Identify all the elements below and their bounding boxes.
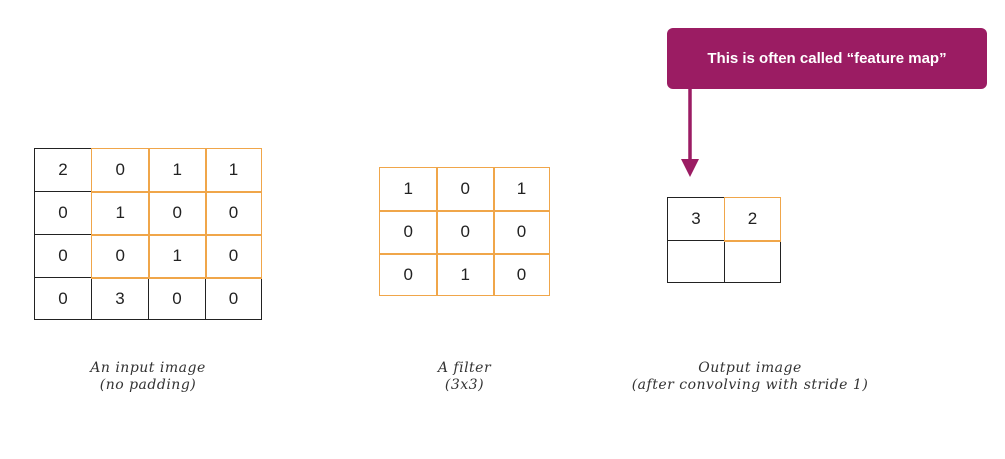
input-image-cell: 0 — [148, 191, 207, 236]
input-image-cell: 1 — [148, 234, 207, 279]
input-image-cell: 0 — [205, 277, 262, 320]
input-image-cell: 0 — [205, 191, 262, 236]
callout-text: This is often called “feature map” — [707, 50, 947, 67]
callout-arrow — [681, 87, 699, 177]
filter-caption: A filter (3x3) — [379, 360, 550, 394]
input-image-cell: 1 — [205, 148, 262, 193]
filter-cell: 0 — [436, 167, 495, 212]
filter-cell: 0 — [493, 210, 550, 255]
input-image-cell: 1 — [91, 191, 150, 236]
filter-cell: 1 — [436, 253, 495, 296]
feature-map-callout: This is often called “feature map” — [667, 28, 987, 89]
filter-cell: 0 — [379, 210, 438, 255]
input-image-cell: 2 — [34, 148, 91, 191]
output-image-cell: 2 — [724, 197, 781, 242]
filter-caption-line1: A filter — [437, 360, 492, 376]
input-caption-line2: (no padding) — [99, 377, 197, 393]
input-image-cell: 0 — [205, 234, 262, 279]
output-caption-line1: Output image — [698, 360, 802, 376]
arrow-head — [681, 159, 699, 177]
input-image-cell: 0 — [34, 234, 91, 277]
input-image-cell: 0 — [34, 191, 91, 234]
filter-cell: 0 — [436, 210, 495, 255]
output-image-cell: 3 — [667, 197, 724, 240]
filter-cell: 0 — [493, 253, 550, 296]
output-caption-line2: (after convolving with stride 1) — [631, 377, 869, 393]
input-image-cell: 0 — [34, 277, 91, 320]
input-caption-line1: An input image — [90, 360, 206, 376]
filter-caption-line2: (3x3) — [444, 377, 485, 393]
filter-cell: 1 — [493, 167, 550, 212]
filter-cell: 0 — [379, 253, 438, 296]
input-image-cell: 0 — [91, 234, 150, 279]
input-image-cell: 1 — [148, 148, 207, 193]
input-image-cell: 0 — [91, 148, 150, 193]
output-image-cell — [724, 240, 781, 283]
output-image-caption: Output image (after convolving with stri… — [600, 360, 900, 394]
input-image-cell: 3 — [91, 277, 148, 320]
filter-cell: 1 — [379, 167, 438, 212]
input-image-cell: 0 — [148, 277, 205, 320]
output-image-cell — [667, 240, 724, 283]
input-image-caption: An input image (no padding) — [34, 360, 262, 394]
